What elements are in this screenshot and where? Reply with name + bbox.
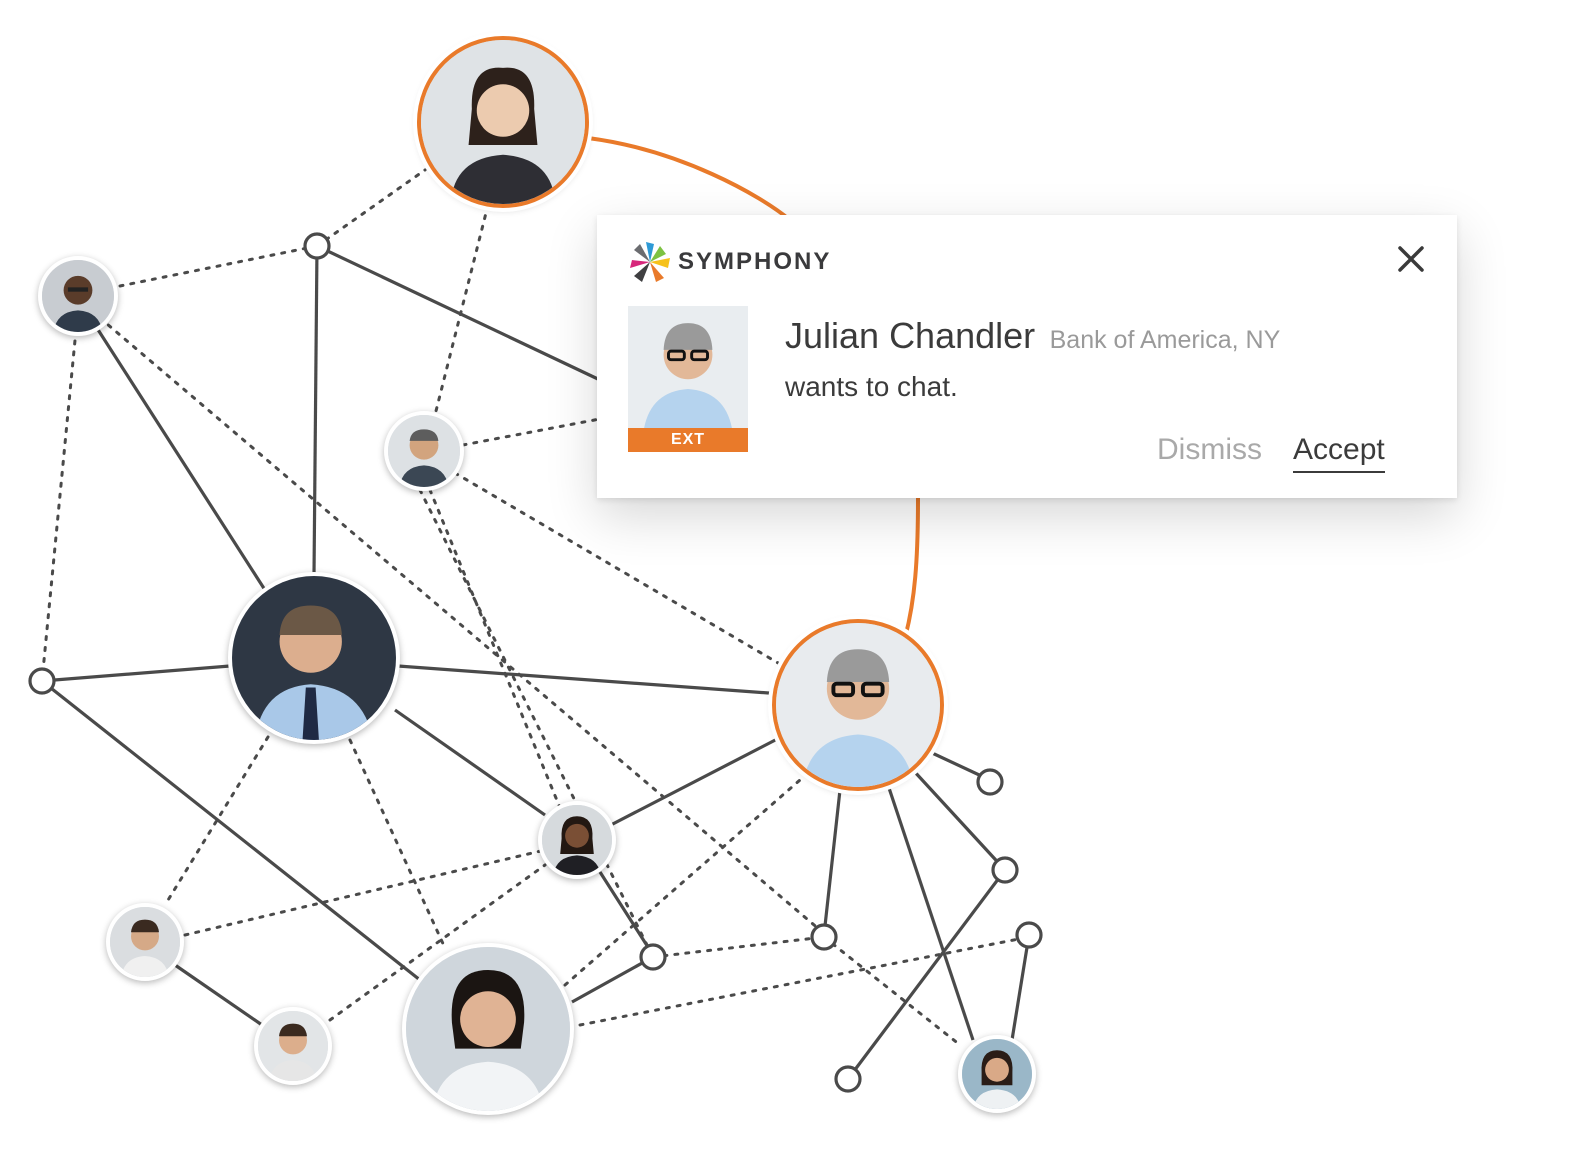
notification-message: wants to chat.	[785, 371, 958, 402]
accept-button[interactable]: Accept	[1293, 433, 1385, 473]
avatar	[958, 1035, 1036, 1113]
contact-name: Julian Chandler	[785, 315, 1036, 356]
contact-photo	[628, 306, 748, 428]
dotted-connections	[40, 168, 1031, 1047]
avatar	[106, 903, 184, 981]
avatar	[417, 36, 589, 208]
avatar	[402, 943, 574, 1115]
solid-connections	[41, 244, 1031, 1080]
dismiss-button[interactable]: Dismiss	[1157, 433, 1262, 466]
chat-request-notification: SYMPHONY EXT Julian Chandler Bank of Ame…	[597, 215, 1457, 498]
close-icon[interactable]	[1393, 241, 1429, 277]
avatar	[38, 256, 118, 336]
avatar	[254, 1007, 332, 1085]
external-badge: EXT	[628, 428, 748, 452]
highlight-connection	[587, 136, 792, 222]
contact-organization: Bank of America, NY	[1049, 326, 1281, 354]
brand: SYMPHONY	[628, 240, 831, 284]
graph-nodes	[28, 232, 1043, 1093]
avatar	[772, 619, 944, 791]
avatar	[384, 411, 464, 491]
symphony-logo-icon	[630, 242, 670, 282]
avatar	[538, 801, 616, 879]
contact-name-line: Julian Chandler Bank of America, NY	[785, 315, 1280, 357]
avatar	[228, 572, 400, 744]
highlight-connection	[903, 497, 920, 639]
brand-name: SYMPHONY	[678, 248, 832, 275]
